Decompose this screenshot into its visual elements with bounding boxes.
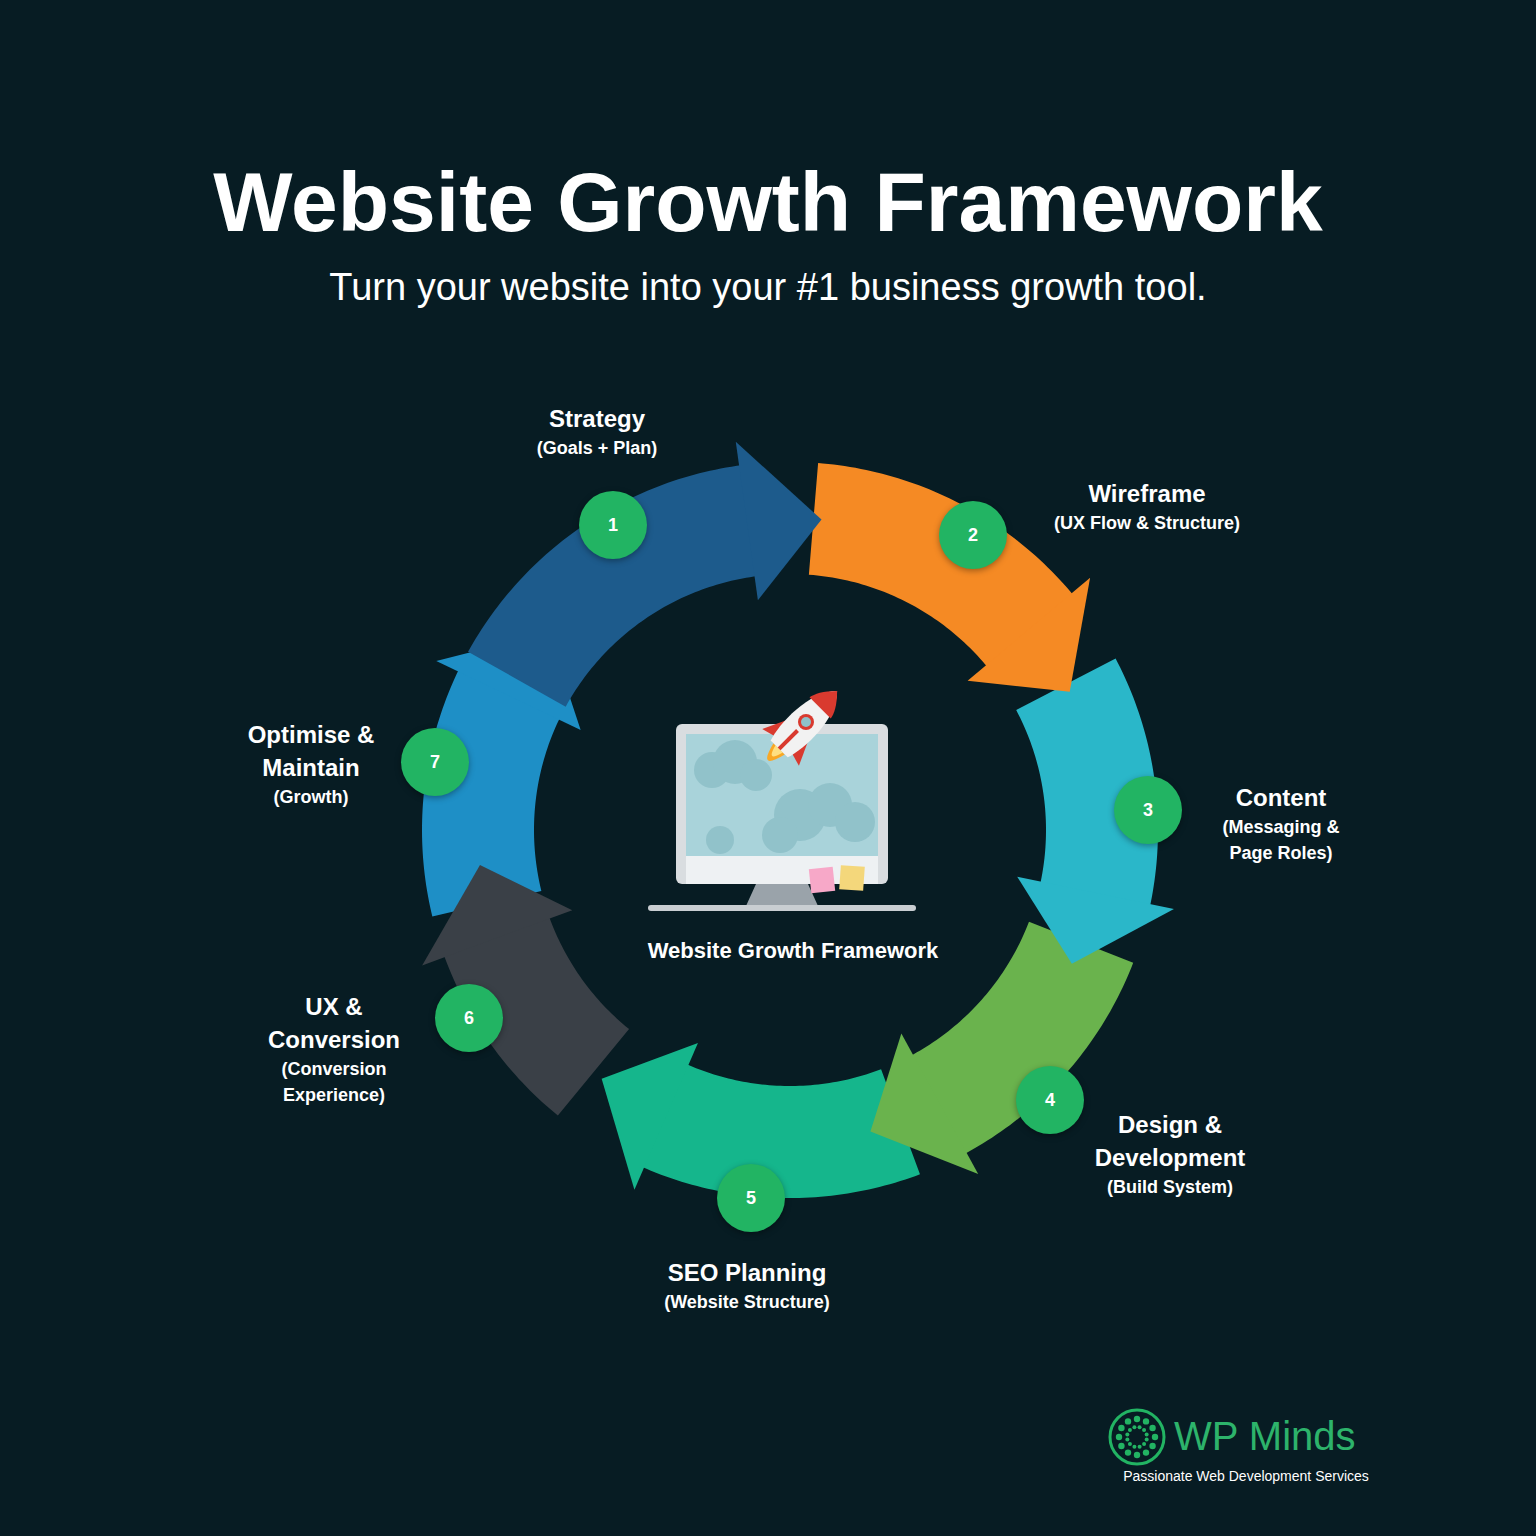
step-title: UX & Conversion — [254, 990, 414, 1056]
step-number: 4 — [1016, 1066, 1084, 1134]
step-number: 1 — [579, 491, 647, 559]
step-title: Content — [1206, 781, 1356, 814]
step-label: Design & Development(Build System) — [1070, 1108, 1270, 1200]
title: Website Growth Framework — [0, 152, 1536, 252]
step-label: UX & Conversion(Conversion Experience) — [254, 990, 414, 1108]
center-label: Website Growth Framework — [600, 938, 986, 964]
step-subtitle: (Website Structure) — [627, 1289, 867, 1315]
step-subtitle: (Goals + Plan) — [477, 435, 717, 461]
step-circle: 5SEO Planning(Website Structure) — [717, 1164, 785, 1232]
step-title: Design & Development — [1070, 1108, 1270, 1174]
brand-tagline: Passionate Web Development Services — [1096, 1468, 1396, 1485]
step-title: Optimise & Maintain — [226, 718, 396, 784]
step-number: 7 — [401, 728, 469, 796]
monitor-illustration — [648, 724, 916, 911]
step-label: SEO Planning(Website Structure) — [627, 1256, 867, 1315]
step-subtitle: (Conversion Experience) — [254, 1056, 414, 1108]
step-number: 3 — [1114, 776, 1182, 844]
step-number: 2 — [939, 501, 1007, 569]
step-circle: 3Content(Messaging & Page Roles) — [1114, 776, 1182, 844]
cycle-arrow — [870, 942, 1081, 1174]
step-subtitle: (Messaging & Page Roles) — [1206, 814, 1356, 866]
step-circle: 4Design & Development(Build System) — [1016, 1066, 1084, 1134]
logo-icon — [1110, 1410, 1164, 1464]
step-circle: 7Optimise & Maintain(Growth) — [401, 728, 469, 796]
step-number: 6 — [435, 984, 503, 1052]
step-title: Strategy — [477, 402, 717, 435]
step-circle: 1Strategy(Goals + Plan) — [579, 491, 647, 559]
step-subtitle: (UX Flow & Structure) — [1017, 510, 1277, 536]
subtitle: Turn your website into your #1 business … — [0, 264, 1536, 310]
step-number: 5 — [717, 1164, 785, 1232]
step-label: Strategy(Goals + Plan) — [477, 402, 717, 461]
step-circle: 2Wireframe(UX Flow & Structure) — [939, 501, 1007, 569]
step-title: SEO Planning — [627, 1256, 867, 1289]
step-circle: 6UX & Conversion(Conversion Experience) — [435, 984, 503, 1052]
rocket-illustration — [749, 673, 855, 779]
step-subtitle: (Build System) — [1070, 1174, 1270, 1200]
brand-name: WP Minds — [1174, 1412, 1414, 1460]
cycle-arrow — [517, 442, 822, 679]
step-label: Optimise & Maintain(Growth) — [226, 718, 396, 810]
step-label: Content(Messaging & Page Roles) — [1206, 781, 1356, 866]
cycle-arrow — [422, 865, 593, 1072]
step-title: Wireframe — [1017, 477, 1277, 510]
step-label: Wireframe(UX Flow & Structure) — [1017, 477, 1277, 536]
step-subtitle: (Growth) — [226, 784, 396, 810]
